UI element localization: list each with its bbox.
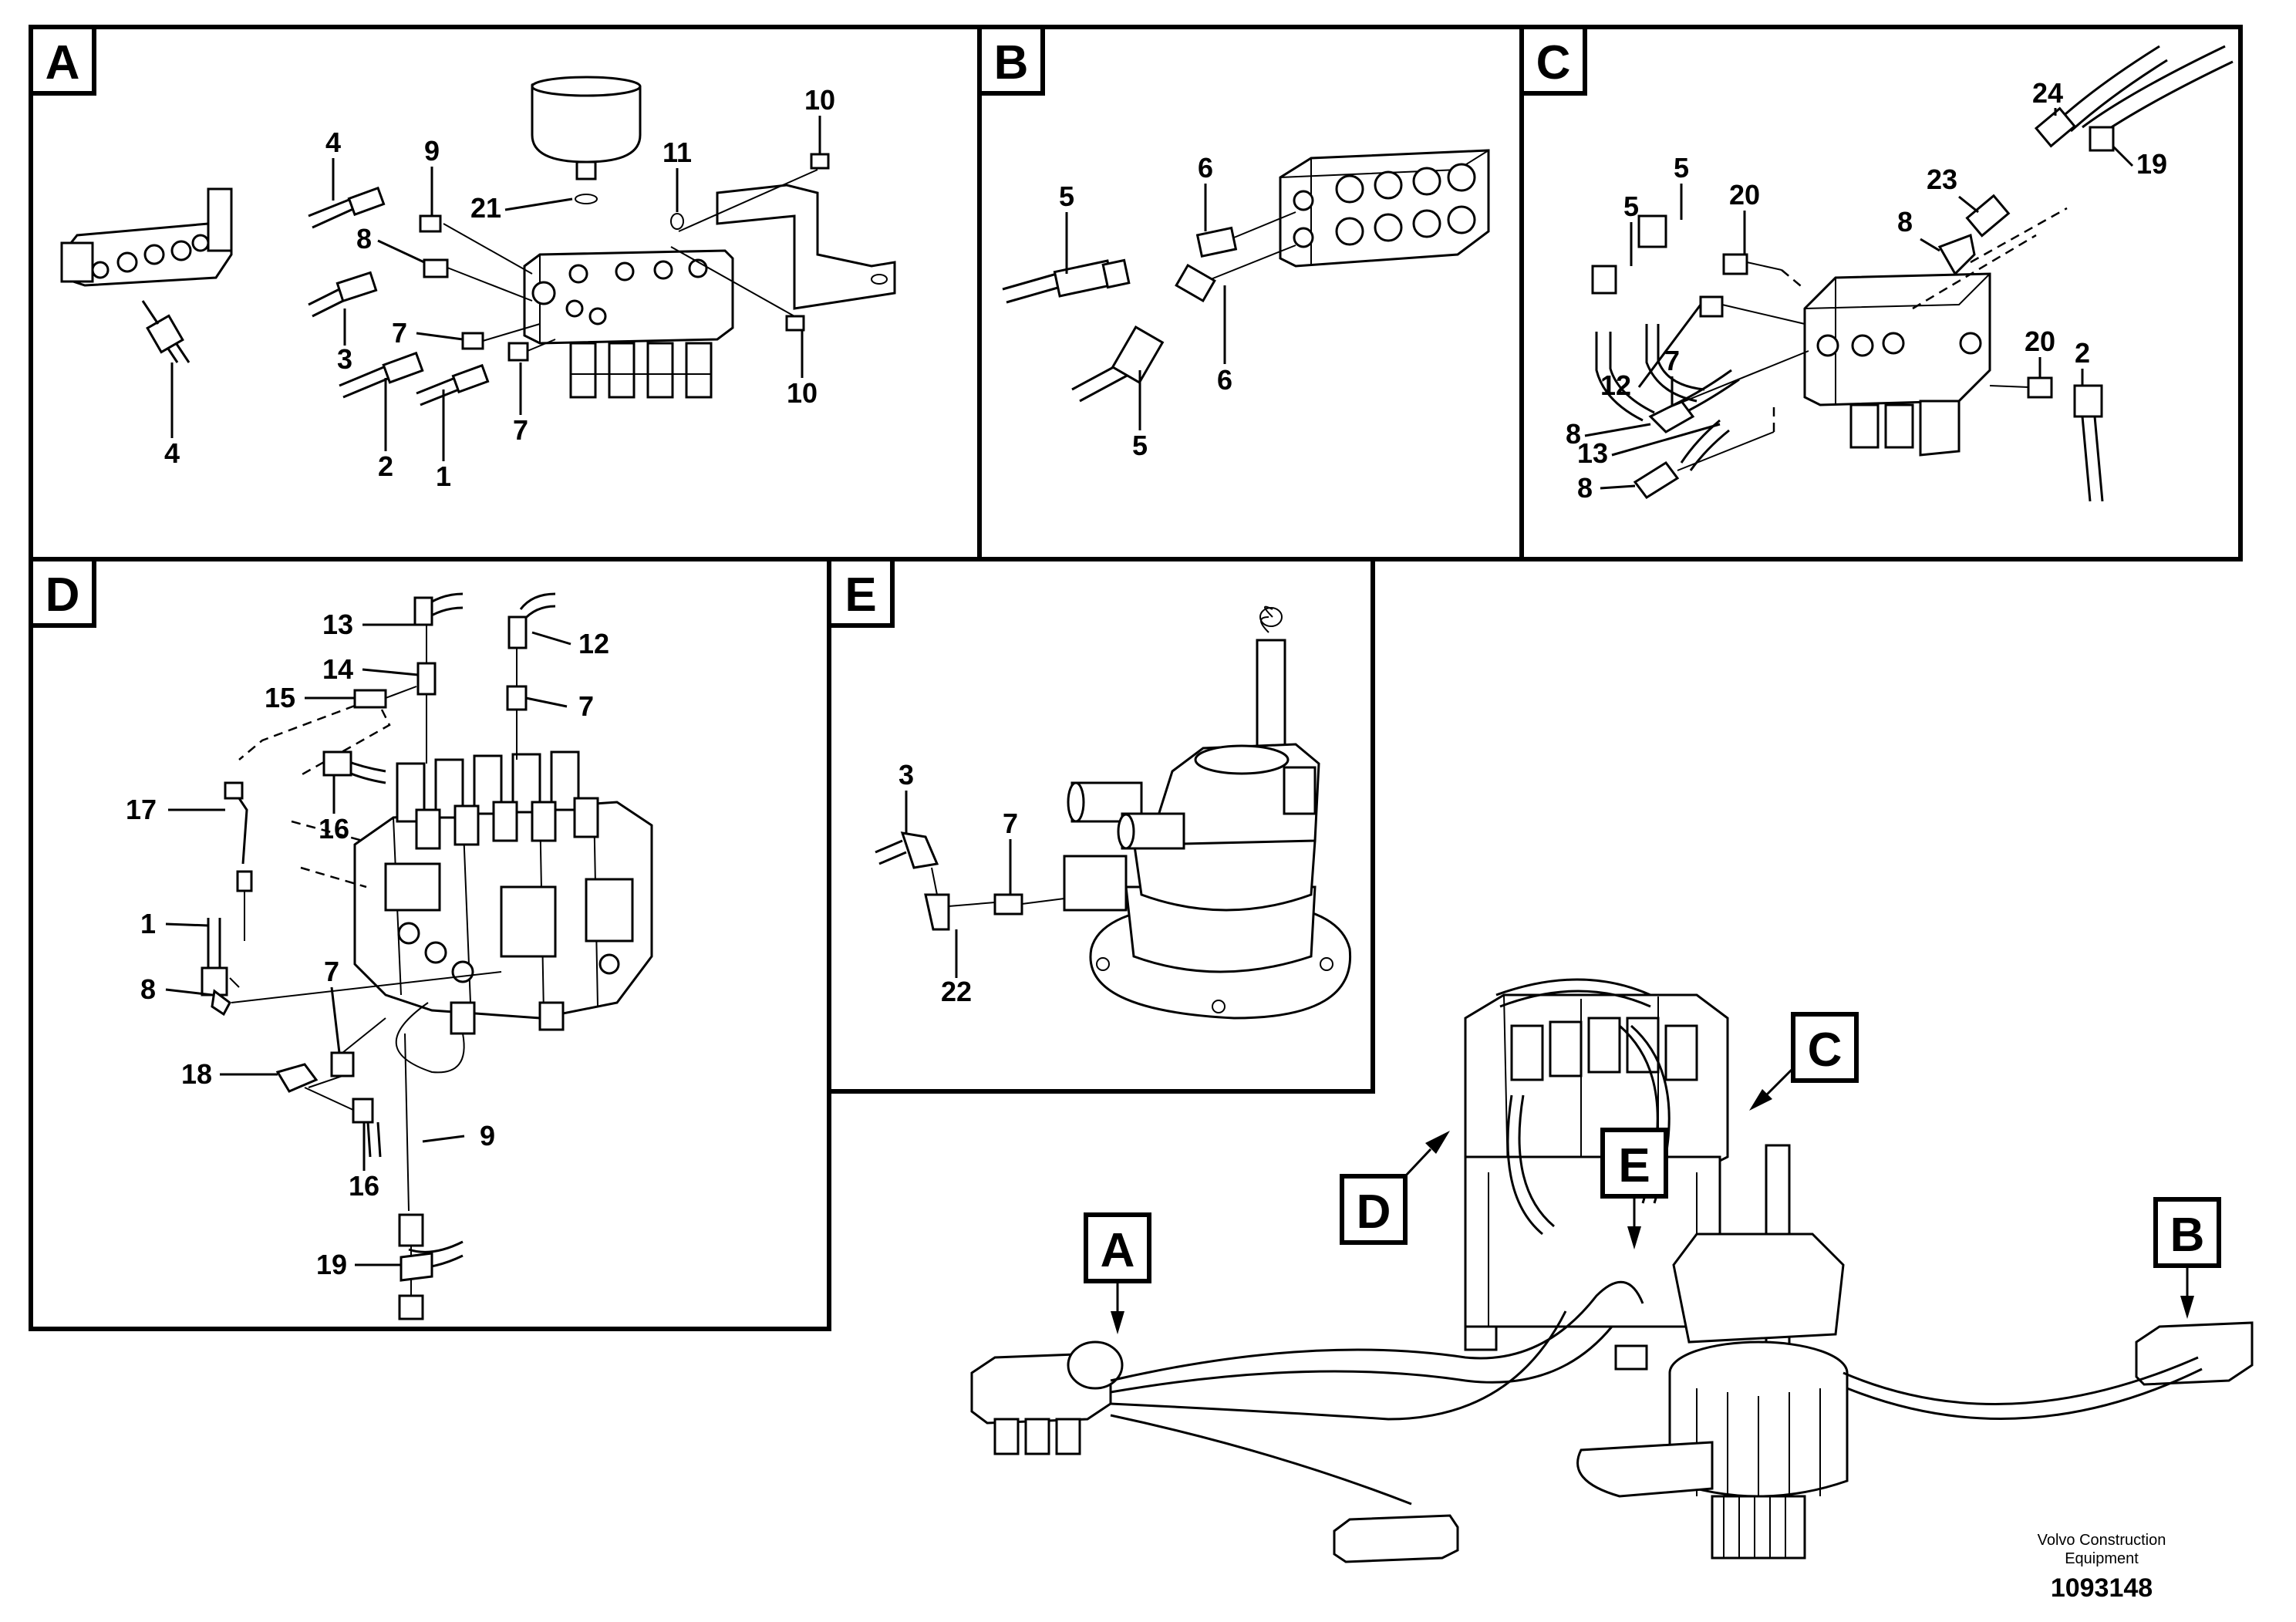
part-label: 9: [480, 1120, 495, 1152]
solenoid-stack: [569, 342, 713, 399]
part-label: 20: [2025, 325, 2055, 357]
panel-d-label: D: [46, 568, 80, 622]
part-label: 17: [126, 794, 157, 825]
labels-c: 5 5 20 24 19 23 8 12 7 8 13 8 20: [1566, 77, 2167, 504]
panel-a: A: [29, 25, 982, 561]
overview-callout-a: A: [1084, 1212, 1151, 1334]
svg-text:D: D: [1357, 1185, 1391, 1239]
part-label: 14: [322, 653, 353, 685]
part-label: 8: [1577, 472, 1593, 504]
overview-assembly: [970, 978, 2254, 1563]
part-label: 8: [356, 223, 372, 255]
part-label: 2: [378, 450, 393, 482]
part-label: 8: [1897, 206, 1913, 238]
part-label: 19: [316, 1249, 347, 1280]
svg-text:B: B: [2170, 1209, 2205, 1262]
part-label: 12: [1600, 369, 1631, 401]
panel-b-label: B: [994, 36, 1029, 89]
svg-text:C: C: [1808, 1023, 1843, 1077]
accumulator: [531, 76, 642, 204]
panel-a-label: A: [46, 36, 80, 89]
part-label: 22: [941, 976, 972, 1007]
part-label: 6: [1198, 152, 1213, 184]
part-label: 20: [1729, 179, 1760, 211]
part-label: 7: [1664, 345, 1680, 376]
panel-c-label: C: [1536, 36, 1571, 89]
main-control-valve: [353, 750, 653, 1074]
panel-c: C: [1519, 25, 2243, 561]
part-label: 12: [578, 628, 609, 659]
hose-set-e: [875, 831, 1065, 931]
hose-set-c: [1591, 45, 2234, 502]
part-label: 19: [2136, 148, 2167, 180]
svg-text:E: E: [1618, 1139, 1650, 1192]
part-label: 10: [787, 377, 818, 409]
labels-a: 4 9 8 3 7 2 1 7 21 11 10 10 4: [164, 84, 835, 492]
part-label: 10: [804, 84, 835, 116]
overview-callout-e: E: [1600, 1128, 1668, 1249]
hose-set-d: [201, 592, 556, 1320]
brand-line-1: Volvo Construction: [2037, 1532, 2166, 1549]
part-label: 8: [1566, 418, 1581, 450]
pilot-valve-small: [60, 187, 233, 363]
part-label: 18: [181, 1058, 212, 1090]
part-label: 13: [1577, 437, 1608, 469]
part-label: 7: [324, 956, 339, 987]
panel-d: D: [29, 557, 831, 1331]
part-label: 11: [663, 137, 692, 168]
mounting-bracket: [716, 153, 896, 332]
part-label: 24: [2032, 77, 2063, 109]
part-label: 15: [265, 682, 295, 713]
overview-callout-d: D: [1340, 1131, 1450, 1245]
part-label: 23: [1927, 164, 1957, 195]
svg-text:A: A: [1101, 1224, 1135, 1277]
part-label: 9: [424, 135, 440, 167]
part-label: 5: [1674, 152, 1689, 184]
part-label: 4: [325, 126, 341, 158]
part-label: 6: [1217, 364, 1232, 396]
part-label: 3: [337, 343, 352, 375]
part-label: 1: [140, 908, 156, 939]
brand-line-2: Equipment: [2065, 1550, 2139, 1567]
part-label: 21: [470, 192, 501, 224]
panel-e: E 3: [827, 557, 1375, 1094]
labels-d: 13 14 12 15 7 17 16 1 8 7 18 16 9: [126, 609, 609, 1280]
manifold-block: [523, 249, 734, 399]
part-label: 7: [1003, 808, 1018, 839]
part-label: 3: [899, 759, 914, 791]
labels-e: 3 7 22: [899, 759, 1018, 1007]
part-label: 8: [140, 973, 156, 1005]
part-label: 16: [319, 813, 349, 845]
part-label: 7: [513, 414, 528, 446]
part-label: 13: [322, 609, 353, 640]
panel-e-label: E: [845, 568, 876, 622]
overview-callout-c: C: [1749, 1012, 1859, 1111]
part-label: 16: [349, 1170, 379, 1202]
panel-b: B 5 6 6 5: [977, 25, 1524, 561]
part-label: 4: [164, 437, 180, 469]
valve-block-c: [1803, 272, 1991, 457]
swing-motor: [1063, 605, 1352, 1020]
part-label: 1: [436, 460, 451, 492]
hose-set-b: [1002, 211, 1296, 403]
part-label: 5: [1623, 191, 1639, 222]
labels-b: 5 6 6 5: [1059, 152, 1232, 461]
part-label: 7: [578, 690, 594, 722]
distribution-block-b: [1279, 149, 1490, 268]
part-label: 7: [392, 317, 407, 349]
overview-callout-b: B: [2153, 1197, 2221, 1319]
hose-set-a: [308, 169, 818, 406]
part-label: 5: [1059, 180, 1074, 212]
part-label: 2: [2075, 337, 2090, 369]
part-label: 5: [1132, 430, 1148, 461]
brand-caption: Volvo Construction Equipment: [1978, 1531, 2225, 1568]
document-number: 1093148: [2050, 1573, 2153, 1603]
